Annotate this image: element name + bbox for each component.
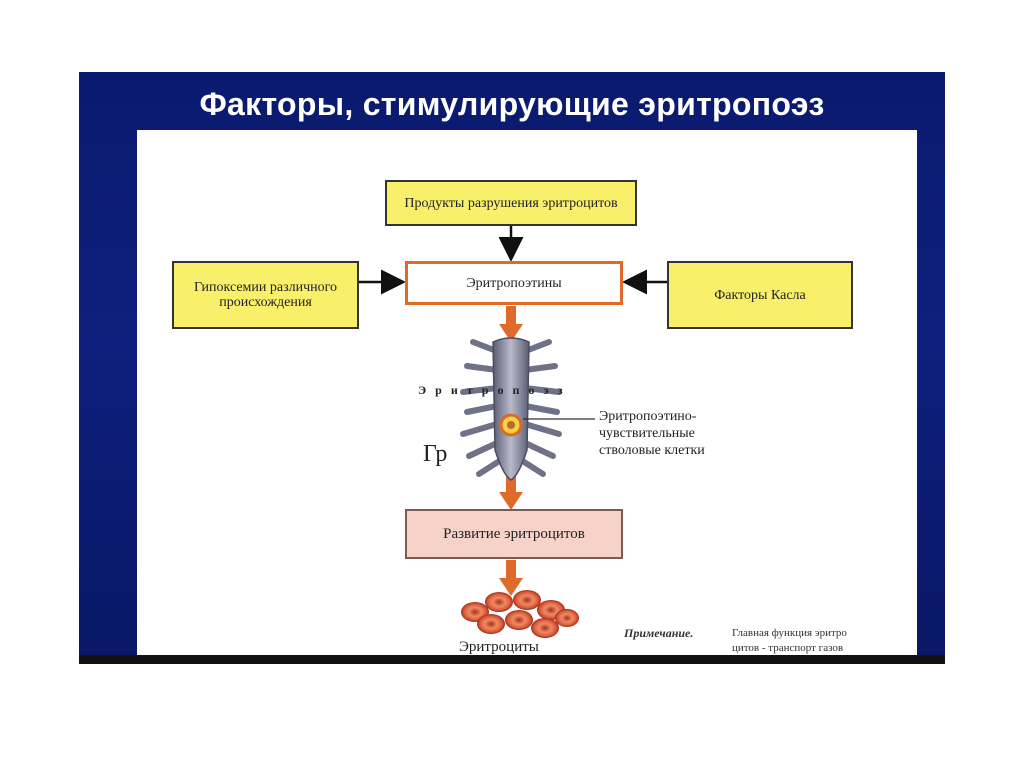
box-castle-factors: Факторы Касла xyxy=(667,261,853,329)
box-erythropoietins: Эритропоэтины xyxy=(405,261,623,305)
box-erythrocyte-development: Развитие эритроцитов xyxy=(405,509,623,559)
note-label: Примечание. xyxy=(624,626,694,640)
label-sensitive-stem-cells: Эритропоэтино- чувствительные стволовые … xyxy=(599,409,705,458)
box-epo-label: Эритропоэтины xyxy=(466,275,562,291)
diagram-canvas xyxy=(359,226,667,638)
box-products-label: Продукты разрушения эритроцитов xyxy=(404,195,618,211)
box-hypoxemia-label: Гипоксемии различного происхождения xyxy=(193,280,338,310)
note-text: Главная функция эритро цитов - транспорт… xyxy=(732,627,847,654)
label-gr: Гр xyxy=(423,441,448,467)
box-development-label: Развитие эритроцитов xyxy=(443,525,585,542)
slide: Факторы, стимулирующие эритропоэз xyxy=(79,72,945,664)
box-erythrocyte-breakdown-products: Продукты разрушения эритроцитов xyxy=(385,180,637,226)
slide-bottom-bar xyxy=(79,655,945,664)
box-castle-label: Факторы Касла xyxy=(714,287,806,303)
bone-marrow-illustration xyxy=(460,337,562,481)
box-hypoxemia: Гипоксемии различного происхождения xyxy=(172,261,359,329)
arrow-epo-to-marrow xyxy=(499,306,523,342)
slide-title: Факторы, стимулирующие эритропоэз xyxy=(199,86,825,122)
erythrocytes-cluster xyxy=(461,590,579,638)
arrow-development-to-erythrocytes xyxy=(499,560,523,596)
label-erythropoiesis: Эритропоэз xyxy=(418,383,572,397)
label-erythrocytes: Эритроциты xyxy=(459,639,539,655)
diagram-panel: Продукты разрушения эритроцитов Гипоксем… xyxy=(137,130,917,664)
arrow-marrow-to-development xyxy=(499,476,523,510)
